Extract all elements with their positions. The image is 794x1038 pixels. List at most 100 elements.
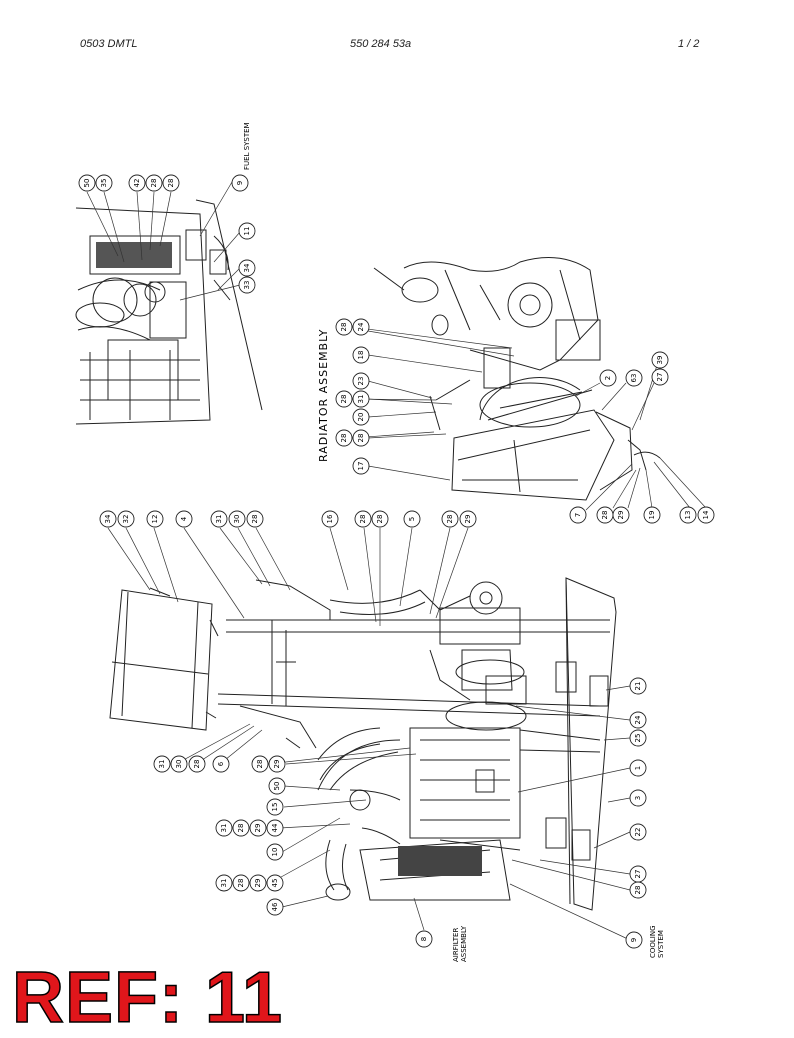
callout-circle xyxy=(629,729,647,747)
callout-circle xyxy=(128,174,146,192)
callout-circle xyxy=(238,222,256,240)
callout-number: 50 xyxy=(83,179,91,188)
callout-number: 28 xyxy=(340,323,348,332)
callout-number: 34 xyxy=(104,514,112,523)
callout-balloon-radiator-24: 24 xyxy=(352,318,370,336)
callout-balloon-main-left-31: 31 xyxy=(153,755,171,773)
callout-number: 30 xyxy=(233,515,241,524)
callout-circle xyxy=(599,369,617,387)
callout-balloon-main-bottom-8: 8 xyxy=(415,930,433,948)
callout-balloon-radiator-39: 39 xyxy=(651,351,669,369)
callout-balloon-main-top-30: 30 xyxy=(228,510,246,528)
callout-balloon-main-right-1: 1 xyxy=(629,759,647,777)
callout-balloon-radiator-23: 23 xyxy=(352,372,370,390)
callout-balloon-main-left-50: 50 xyxy=(268,777,286,795)
callout-balloon-main-top-28: 28 xyxy=(371,510,389,528)
callout-circle xyxy=(352,346,370,364)
callout-balloon-main-left-10: 10 xyxy=(266,843,284,861)
callout-balloon-main-top-4: 4 xyxy=(175,510,193,528)
callout-circle xyxy=(371,510,389,528)
callout-balloon-fuel-50: 50 xyxy=(78,174,96,192)
callout-number: 16 xyxy=(326,514,334,523)
callout-balloon-radiator-19: 19 xyxy=(643,506,661,524)
airfilter-label-group: AIRFILTER ASSEMBLY xyxy=(452,925,468,962)
callout-number: 13 xyxy=(684,511,692,520)
fuel-system-view xyxy=(75,199,263,425)
callout-circle xyxy=(153,755,171,773)
cooling-label-1: COOLING xyxy=(649,925,657,958)
callout-balloon-fuel-28: 28 xyxy=(162,174,180,192)
callout-number: 39 xyxy=(656,356,664,365)
callout-circle xyxy=(238,259,256,277)
callout-circle xyxy=(643,506,661,524)
callout-circle xyxy=(215,874,233,892)
callout-circle xyxy=(188,755,206,773)
callout-circle xyxy=(335,429,353,447)
callout-number: 3 xyxy=(634,796,642,800)
callout-number: 18 xyxy=(357,351,365,360)
callout-balloon-main-left-28: 28 xyxy=(232,819,250,837)
part-number: 550 284 53a xyxy=(350,38,412,50)
callout-circle xyxy=(145,174,163,192)
callout-number: 22 xyxy=(634,828,642,837)
callout-circle xyxy=(78,174,96,192)
callout-number: 14 xyxy=(702,510,710,519)
callout-balloon-radiator-28: 28 xyxy=(335,390,353,408)
callout-balloon-radiator-18: 18 xyxy=(352,346,370,364)
callout-circle xyxy=(238,276,256,294)
callout-balloon-main-left-6: 6 xyxy=(212,755,230,773)
callout-balloon-main-left-31: 31 xyxy=(215,874,233,892)
callout-circle xyxy=(266,898,284,916)
callout-circle xyxy=(629,711,647,729)
callout-number: 29 xyxy=(254,879,262,888)
callout-balloon-fuel-42: 42 xyxy=(128,174,146,192)
callout-balloon-main-right-3: 3 xyxy=(629,789,647,807)
callout-balloon-main-top-5: 5 xyxy=(403,510,421,528)
callout-balloon-main-top-32: 32 xyxy=(117,510,135,528)
callout-number: 63 xyxy=(630,374,638,383)
callout-number: 2 xyxy=(604,376,612,380)
callout-balloon-radiator-28: 28 xyxy=(335,429,353,447)
callout-balloon-main-top-16: 16 xyxy=(321,510,339,528)
fuel-system-label: FUEL SYSTEM xyxy=(243,122,251,170)
doc-code: 0503 DMTL xyxy=(80,38,138,50)
callout-circle xyxy=(249,874,267,892)
callout-balloon-fuel-11: 11 xyxy=(238,222,256,240)
callout-circle xyxy=(335,318,353,336)
callout-number: 20 xyxy=(357,413,365,422)
callout-circle xyxy=(352,408,370,426)
callout-circle xyxy=(625,931,643,949)
callout-circle xyxy=(266,874,284,892)
callout-balloon-radiator-2: 2 xyxy=(599,369,617,387)
callout-circle xyxy=(625,369,643,387)
callout-balloon-radiator-20: 20 xyxy=(352,408,370,426)
callout-number: 25 xyxy=(634,734,642,743)
callout-circle xyxy=(251,755,269,773)
callout-balloon-main-right-22: 22 xyxy=(629,823,647,841)
callout-number: 30 xyxy=(175,760,183,769)
callout-number: 29 xyxy=(254,824,262,833)
callout-balloon-main-right-25: 25 xyxy=(629,729,647,747)
callout-balloon-main-left-15: 15 xyxy=(266,798,284,816)
callout-circle xyxy=(117,510,135,528)
callout-circle xyxy=(651,368,669,386)
callout-number: 5 xyxy=(408,517,416,521)
callout-number: 27 xyxy=(634,870,642,879)
callout-number: 45 xyxy=(271,879,279,888)
callout-balloon-radiator-14: 14 xyxy=(697,506,715,524)
callout-balloon-fuel-35: 35 xyxy=(95,174,113,192)
callout-balloon-main-left-46: 46 xyxy=(266,898,284,916)
callout-number: 29 xyxy=(273,760,281,769)
callout-circle xyxy=(403,510,421,528)
callout-balloon-main-left-28: 28 xyxy=(188,755,206,773)
callout-circle xyxy=(679,506,697,524)
callout-circle xyxy=(612,506,630,524)
callout-number: 28 xyxy=(359,515,367,524)
callout-balloon-main-right-21: 21 xyxy=(629,677,647,695)
callout-circle xyxy=(266,843,284,861)
callout-circle xyxy=(415,930,433,948)
callout-number: 34 xyxy=(243,263,251,272)
callout-circle xyxy=(231,174,249,192)
